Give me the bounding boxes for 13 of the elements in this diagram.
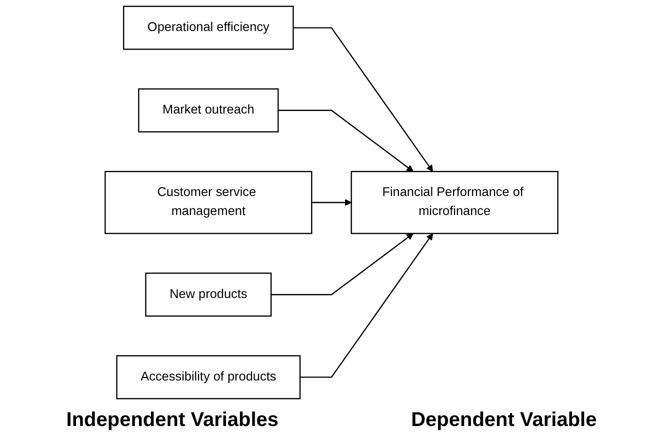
arrow (312, 199, 352, 206)
arrow (278, 110, 414, 172)
axis-caption: Independent Variables (66, 409, 279, 432)
node-box: Operational efficiency (123, 6, 294, 50)
node-box: New products (145, 272, 272, 317)
arrow (293, 27, 434, 172)
axis-caption: Dependent Variable (411, 409, 597, 432)
node-box: Customer service management (104, 170, 312, 234)
node-box: Financial Performance of microfinance (350, 170, 558, 234)
node-box: Market outreach (138, 88, 279, 132)
node-box: Accessibility of products (116, 355, 301, 400)
arrow (271, 233, 414, 296)
arrow (300, 233, 434, 378)
